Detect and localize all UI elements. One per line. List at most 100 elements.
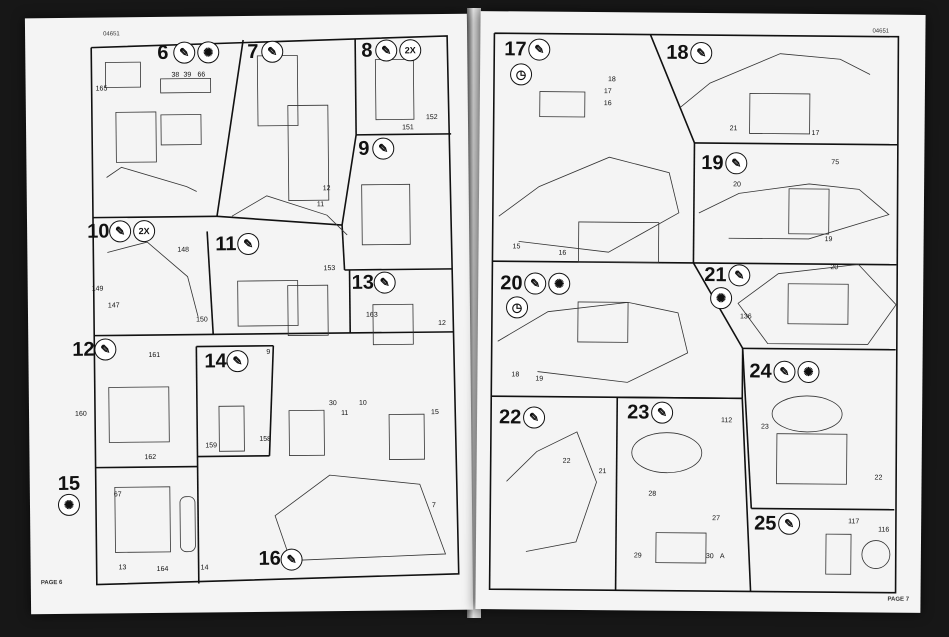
part-number: 15 — [512, 243, 521, 251]
glue-icon: ✎ — [375, 39, 398, 62]
glue-icon: ✎ — [778, 512, 801, 535]
part-number: 19 — [824, 236, 833, 244]
step-number: 20 — [500, 272, 523, 295]
part-number: 164 — [156, 565, 169, 573]
step-number: 21 — [704, 264, 727, 287]
glue-icon: ✎ — [237, 232, 260, 256]
part-number: 13 — [118, 564, 127, 572]
part-number: 14 — [200, 564, 209, 572]
glue-icon: ✎ — [524, 272, 547, 295]
part-number: 16 — [558, 249, 567, 257]
glue-icon: ✎ — [372, 137, 395, 160]
part-number: 159 — [205, 442, 218, 450]
instruction-page-left: 04651 — [24, 13, 474, 615]
quantity-badge: 2X — [399, 39, 422, 62]
glue-icon: ✎ — [373, 271, 396, 294]
step-number: 17 — [504, 38, 527, 61]
clock-icon: ◷ — [505, 296, 529, 319]
step-number: 18 — [666, 41, 689, 64]
step-number: 9 — [358, 137, 370, 160]
quantity-badge: 2X — [133, 219, 156, 243]
part-number: 28 — [648, 490, 657, 498]
part-number: 21 — [729, 125, 738, 133]
paint-icon: ✺ — [797, 360, 820, 384]
part-number: 12 — [438, 319, 446, 328]
part-number: 39 — [183, 71, 192, 79]
step-number: 6 — [157, 41, 169, 64]
paint-icon: ✺ — [710, 287, 733, 310]
part-number: 163 — [365, 311, 378, 319]
part-number: 117 — [848, 518, 860, 526]
clock-icon: ◷ — [509, 63, 533, 86]
part-number: 29 — [633, 552, 642, 560]
glue-icon: ✎ — [226, 350, 249, 373]
part-number: 11 — [316, 201, 325, 209]
step-number: 15 — [57, 472, 81, 496]
part-number: 161 — [148, 351, 161, 360]
part-number: 17 — [811, 129, 820, 138]
step-number: 11 — [215, 233, 237, 256]
page-footer: PAGE 6 — [40, 579, 63, 587]
step-number: 10 — [87, 220, 110, 243]
glue-icon: ✎ — [280, 548, 303, 571]
step-number: 13 — [351, 271, 375, 294]
part-number: 160 — [75, 410, 87, 418]
part-number: 158 — [259, 435, 272, 443]
part-number: 11 — [341, 409, 349, 418]
part-number: 149 — [91, 285, 104, 293]
part-number: 20 — [733, 181, 741, 189]
step-number: 7 — [247, 40, 259, 64]
part-number: 152 — [425, 114, 438, 122]
glue-icon: ✎ — [528, 38, 551, 61]
step-number: 22 — [498, 406, 522, 429]
step-number: 24 — [749, 360, 772, 383]
part-number: 151 — [402, 124, 414, 132]
part-number: 150 — [196, 316, 208, 324]
glue-icon: ✎ — [261, 40, 284, 63]
glue-icon: ✎ — [173, 41, 196, 64]
part-number: 112 — [721, 417, 733, 425]
glue-icon: ✎ — [725, 152, 748, 175]
part-number: 9 — [266, 348, 271, 356]
part-number: 19 — [535, 375, 544, 383]
part-number: 20 — [830, 264, 839, 272]
part-number: 67 — [113, 491, 122, 499]
part-number: 7 — [431, 502, 436, 510]
panel-grid-left — [90, 35, 460, 586]
glue-icon: ✎ — [690, 41, 713, 65]
part-number: 21 — [598, 468, 607, 476]
part-number: 10 — [358, 399, 367, 407]
part-number: 147 — [107, 302, 120, 310]
part-number: 136 — [739, 313, 752, 321]
glue-icon: ✎ — [728, 264, 751, 287]
part-number: 165 — [95, 85, 108, 93]
part-number: 66 — [197, 71, 206, 79]
page-footer: PAGE 7 — [887, 596, 910, 603]
glue-icon: ✎ — [522, 406, 546, 429]
step-number: 8 — [361, 39, 373, 62]
instruction-page-right: 04651 — [475, 11, 926, 613]
step-number: 25 — [754, 512, 777, 535]
paint-icon: ✺ — [197, 41, 220, 64]
part-number: 22 — [562, 457, 571, 465]
part-number: 12 — [322, 185, 331, 193]
step-number: 12 — [72, 338, 95, 361]
step-number: 23 — [627, 401, 650, 424]
part-number: 30 — [328, 400, 337, 408]
glue-icon: ✎ — [109, 220, 132, 243]
glue-icon: ✎ — [651, 401, 674, 424]
part-number: 18 — [511, 371, 520, 379]
part-number: 17 — [603, 88, 612, 96]
paint-icon: ✺ — [57, 493, 81, 517]
part-number: 18 — [607, 76, 616, 84]
part-number: 38 — [171, 71, 180, 79]
part-number: 22 — [874, 474, 883, 482]
part-number: 23 — [760, 423, 769, 431]
part-number: 75 — [831, 159, 840, 167]
part-number: 16 — [603, 100, 612, 108]
step-number: 14 — [204, 350, 227, 373]
step-number: 19 — [701, 152, 724, 175]
paint-icon: ✺ — [548, 272, 571, 295]
part-number: 27 — [712, 515, 721, 523]
glue-icon: ✎ — [94, 338, 117, 361]
